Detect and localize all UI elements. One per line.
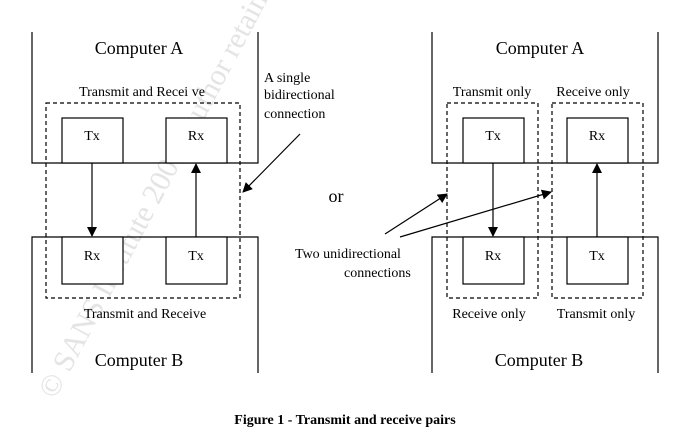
two-pointer-arrow-left bbox=[384, 193, 448, 235]
figure-caption: Figure 1 - Transmit and receive pairs bbox=[234, 413, 456, 428]
right-dashed-enclosure-left bbox=[446, 102, 539, 299]
left-bottom-caption: Transmit and Receive bbox=[84, 307, 206, 322]
two-label-line-1: Two unidirectional bbox=[295, 247, 401, 262]
right-bottom-rx-label: Rx bbox=[485, 249, 501, 264]
left-bottom-rx-label: Rx bbox=[84, 249, 100, 264]
left-dashed-enclosure bbox=[45, 102, 241, 299]
two-label-line-2: connections bbox=[344, 266, 411, 281]
right-top-caption-right: Receive only bbox=[556, 85, 629, 100]
right-dashed-enclosure-right bbox=[551, 102, 644, 299]
right-computer-a-outline bbox=[431, 32, 659, 164]
right-computer-b-title: Computer B bbox=[495, 350, 584, 370]
or-label: or bbox=[329, 186, 344, 206]
left-computer-a-outline bbox=[31, 32, 259, 164]
left-computer-a-title: Computer A bbox=[95, 38, 184, 58]
single-label-line-3: connection bbox=[264, 107, 325, 122]
left-top-rx-label: Rx bbox=[188, 129, 204, 144]
right-top-rx-label: Rx bbox=[589, 129, 605, 144]
right-bottom-caption-left: Receive only bbox=[452, 307, 525, 322]
right-computer-a-title: Computer A bbox=[496, 38, 585, 58]
right-bottom-rx-box bbox=[462, 236, 525, 285]
left-computer-b-outline bbox=[31, 236, 259, 373]
single-label-line-1: A single bbox=[264, 71, 310, 86]
watermark: © SANS Institute 2004, Author retains fu… bbox=[32, 0, 342, 403]
left-computer-b-title: Computer B bbox=[95, 350, 184, 370]
single-pointer-arrow bbox=[242, 133, 301, 193]
right-bottom-caption-right: Transmit only bbox=[557, 307, 635, 322]
right-bottom-tx-box bbox=[566, 236, 629, 285]
right-top-caption-left: Transmit only bbox=[453, 85, 531, 100]
right-top-tx-label: Tx bbox=[485, 129, 501, 144]
two-pointer-arrow-right bbox=[399, 189, 552, 238]
left-bottom-tx-label: Tx bbox=[188, 249, 204, 264]
left-top-caption: Transmit and Recei ve bbox=[79, 85, 205, 100]
right-computer-b-outline bbox=[431, 236, 659, 373]
left-top-tx-box bbox=[61, 117, 124, 164]
left-top-tx-label: Tx bbox=[84, 129, 100, 144]
left-bottom-tx-box bbox=[165, 236, 228, 285]
right-top-rx-box bbox=[566, 117, 629, 164]
right-bottom-tx-label: Tx bbox=[589, 249, 605, 264]
single-label-line-2: bidirectional bbox=[264, 88, 335, 103]
left-bottom-rx-box bbox=[61, 236, 124, 285]
